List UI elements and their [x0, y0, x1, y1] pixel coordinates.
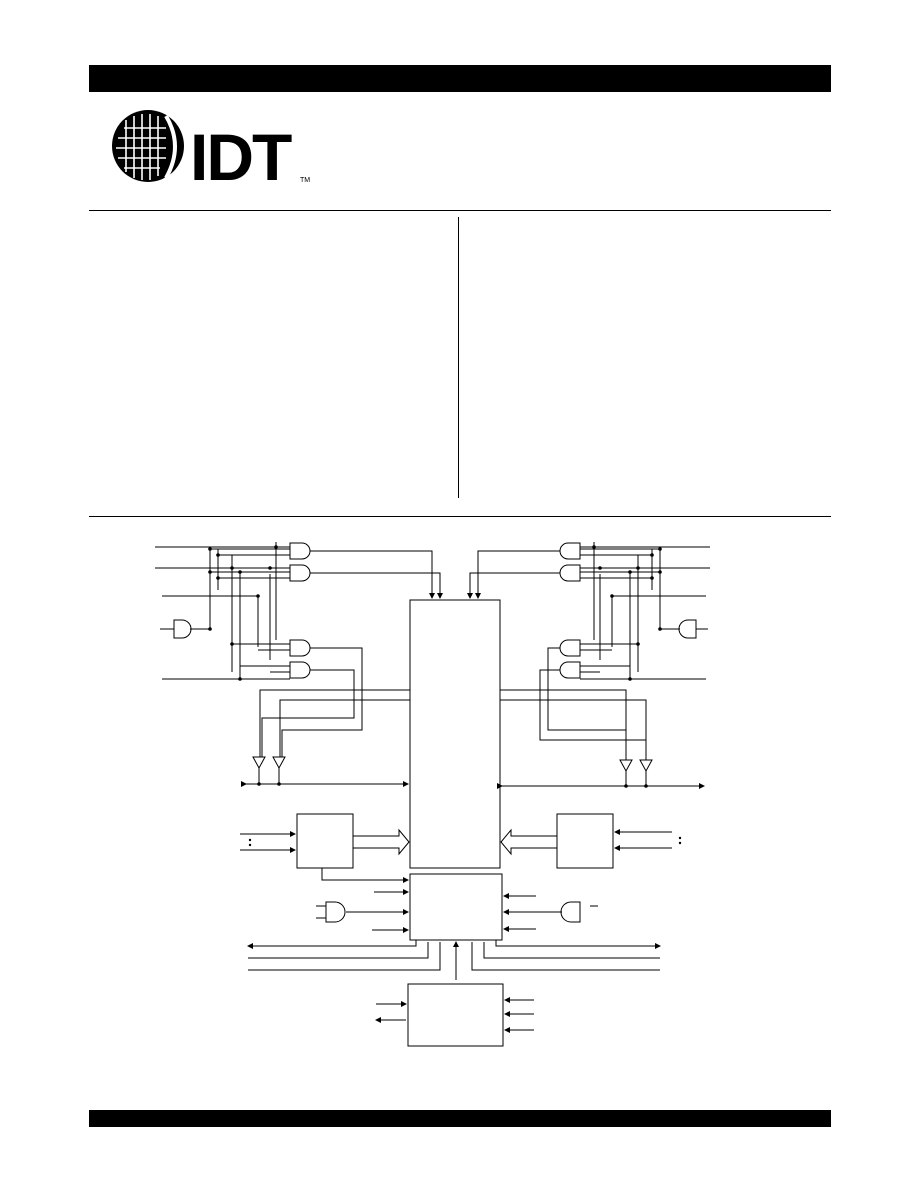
right-decoder-block — [556, 813, 614, 869]
logo-wordmark: IDT — [190, 120, 292, 188]
top-header-bar — [89, 65, 831, 92]
idt-logo: IDT TM — [112, 110, 310, 188]
logo-trademark: TM — [300, 177, 310, 184]
diagram-rule — [89, 516, 831, 517]
junction-dot-icon — [208, 545, 682, 847]
bottom-footer-bar — [89, 1110, 831, 1127]
globe-icon — [112, 110, 184, 182]
and-gate-icon — [559, 542, 697, 923]
block-diagram — [155, 542, 710, 1047]
column-divider — [458, 217, 459, 498]
logic-block — [409, 873, 503, 941]
buffer-triangle-icon — [252, 756, 653, 773]
memory-array-block — [409, 599, 501, 869]
left-decoder-block — [296, 813, 354, 869]
header-rule — [89, 210, 831, 211]
and-gate-icon — [173, 542, 346, 923]
bottom-block — [407, 983, 504, 1047]
